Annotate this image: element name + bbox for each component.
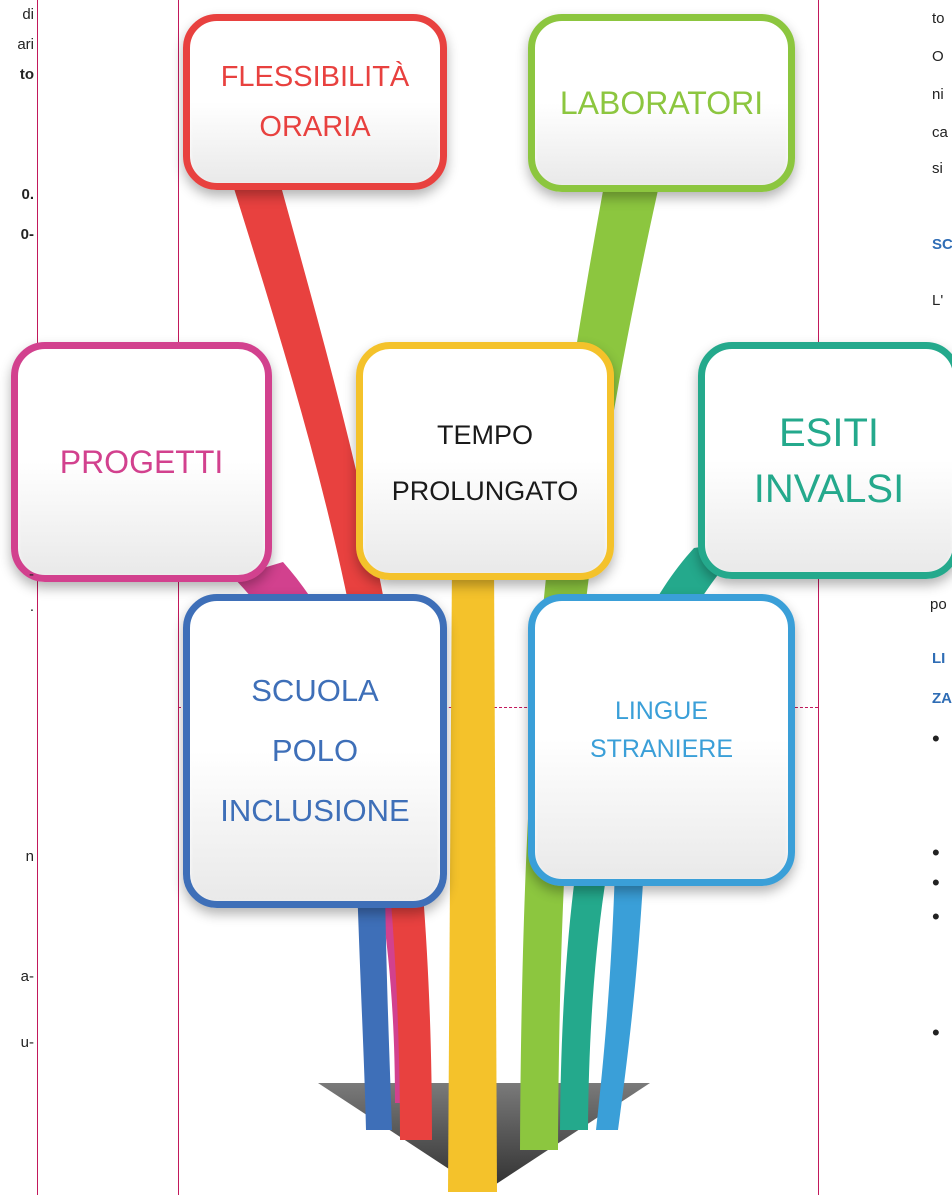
right-fragment: to [932,10,945,27]
node-lingue-straniere: LINGUE STRANIERE [528,594,795,886]
bullet: • [932,1020,940,1045]
ribbon-tempo [448,560,497,1192]
node-tempo-line1: TEMPO [436,420,533,450]
node-progetti-line1: PROGETTI [59,443,224,480]
left-fragment: n [25,848,34,865]
dashed-guide [178,707,818,708]
left-fragment: to [19,66,34,83]
left-fragment: 0- [20,226,34,243]
left-fragment: . [29,598,34,615]
right-fragment: po [930,596,947,613]
column-rule [37,0,38,1195]
left-fragment: u- [20,1034,34,1051]
left-fragment: - [29,566,34,583]
node-esiti-line1: ESITI [778,410,880,455]
column-rule [178,0,179,1195]
right-fragment: L' [932,292,944,309]
node-scuola-line3: INCLUSIONE [220,793,410,828]
node-laboratori-line1: LABORATORI [559,84,764,121]
node-esiti-line2: INVALSI [753,466,905,511]
node-lingue-line1: LINGUE [614,697,709,725]
right-fragment: ni [932,86,944,103]
node-tempo-line2: PROLUNGATO [391,476,579,506]
node-progetti: PROGETTI [11,342,272,582]
bullet: • [932,904,940,929]
left-fragment: di [22,6,34,23]
right-fragment: ca [932,124,948,141]
node-scuola-line2: POLO [271,733,359,768]
right-fragment: si [932,160,943,177]
node-flessibilita-line2: ORARIA [259,111,371,143]
bullet: • [932,840,940,865]
column-rule [818,0,819,1195]
ribbon-laboratori [520,180,658,1150]
node-tempo-prolungato: TEMPO PROLUNGATO [356,342,614,580]
node-laboratori: LABORATORI [528,14,795,192]
left-fragment: 0. [21,186,34,203]
node-scuola-line1: SCUOLA [251,673,379,708]
node-lingue-line2: STRANIERE [589,735,734,763]
bullet: • [932,726,940,751]
left-fragment: a- [20,968,34,985]
bullet: • [932,870,940,895]
right-fragment: ZA [932,690,952,707]
node-scuola-polo-inclusione: SCUOLA POLO INCLUSIONE [183,594,447,908]
left-fragment: ari [17,36,34,53]
node-flessibilita-oraria: FLESSIBILITÀ ORARIA [183,14,447,190]
right-fragment: LI [932,650,946,667]
node-esiti-invalsi: ESITI INVALSI [698,342,952,579]
right-fragment: O [932,48,944,65]
right-fragment: SC [932,236,952,253]
node-flessibilita-line1: FLESSIBILITÀ [220,61,410,93]
